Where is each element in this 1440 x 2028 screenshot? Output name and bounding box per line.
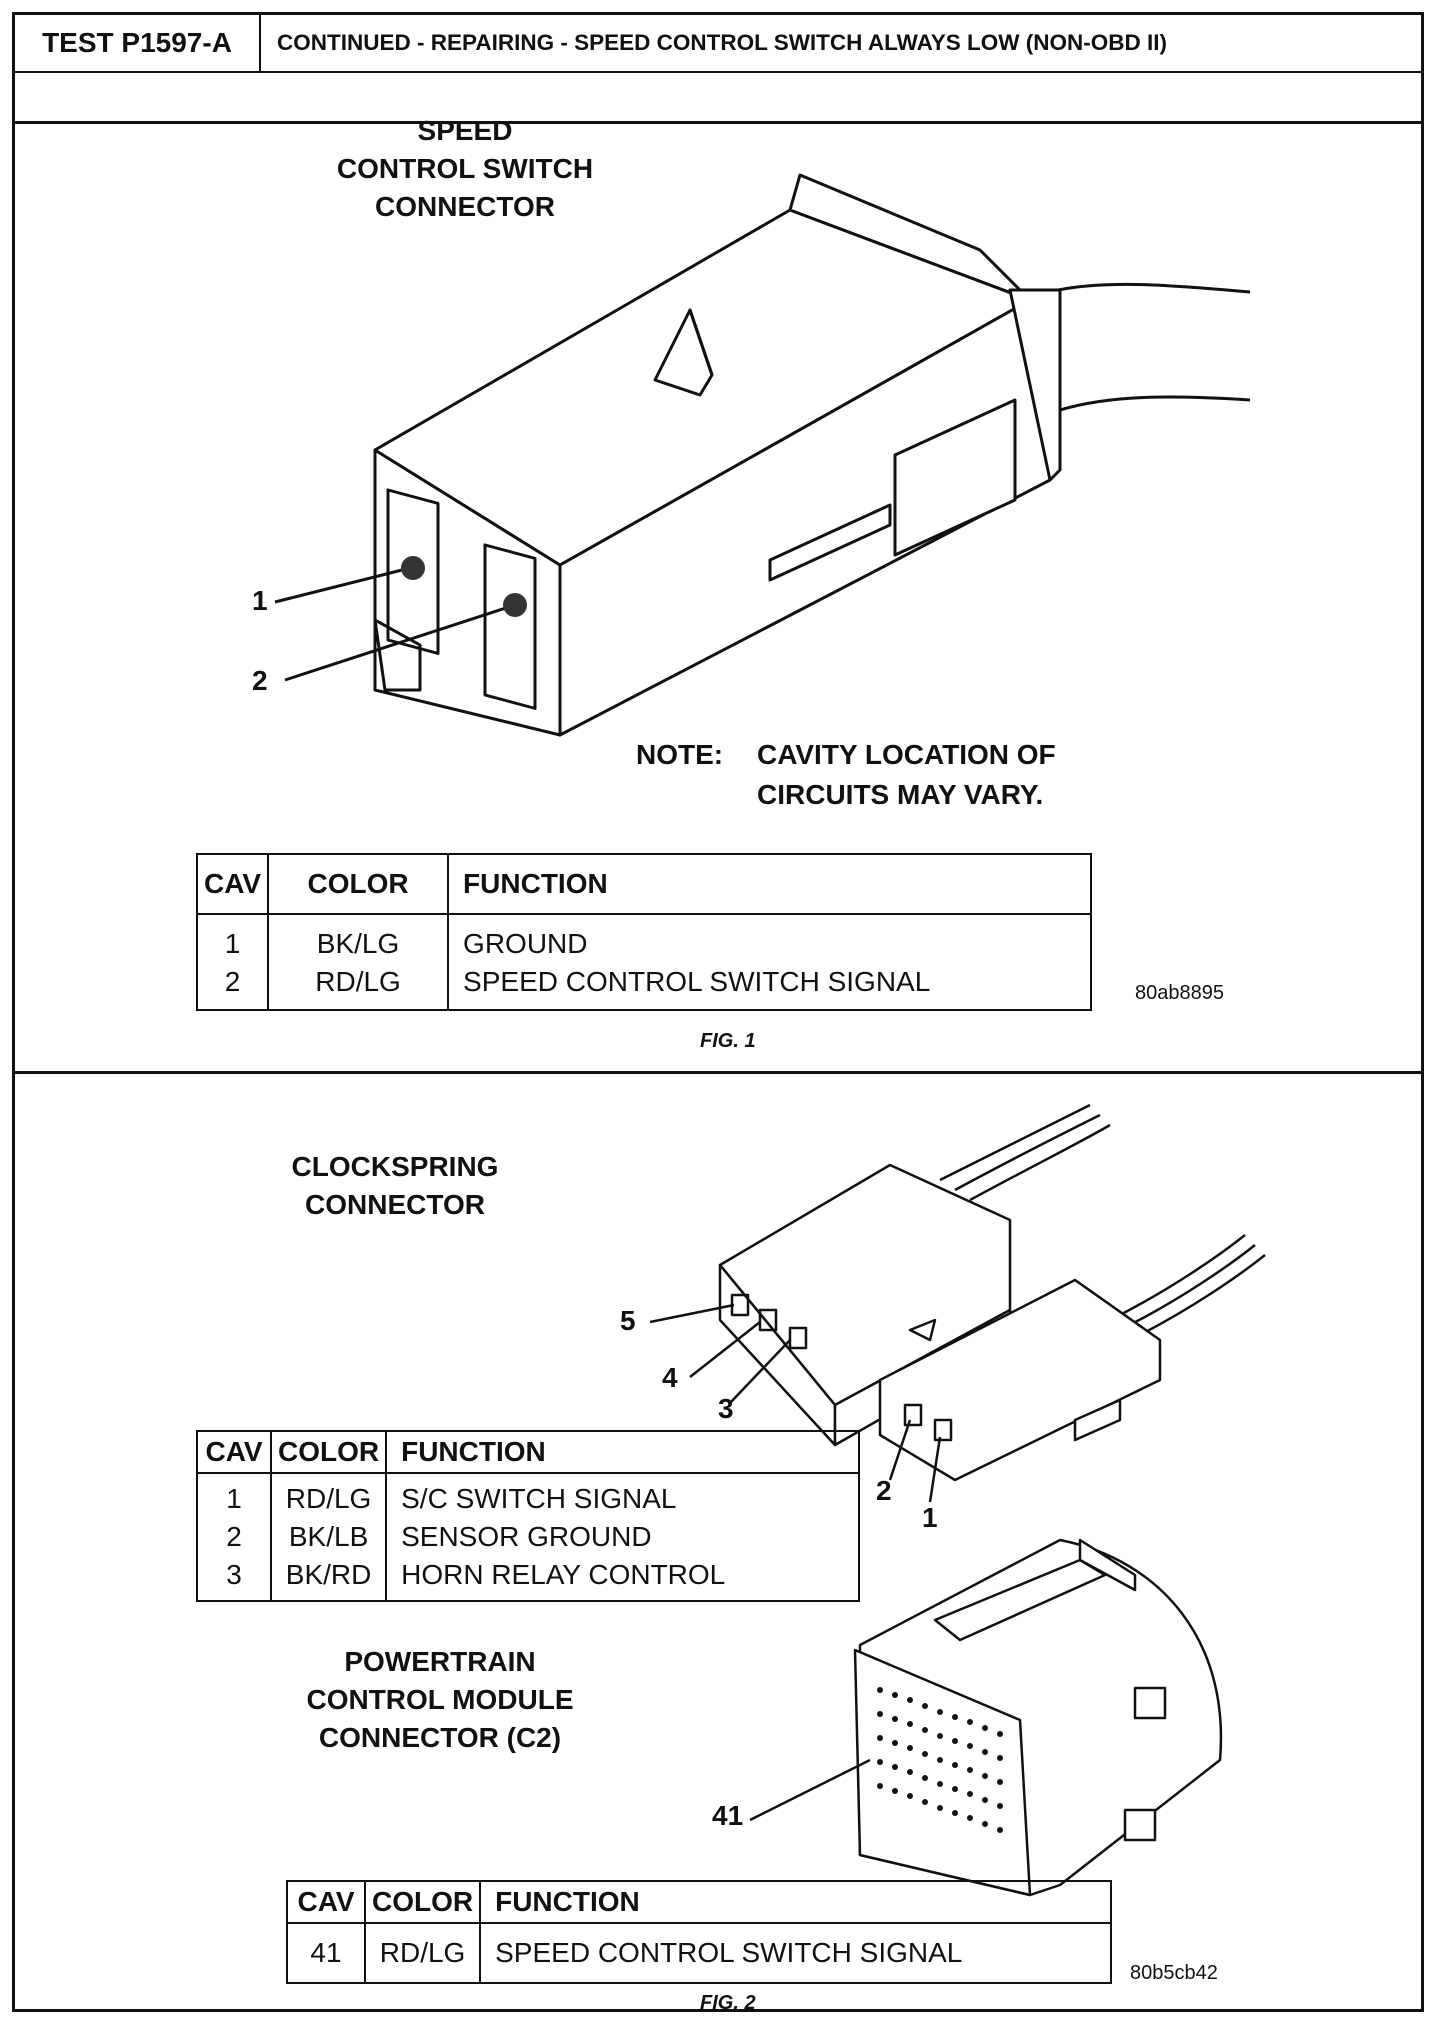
fig1-function-cell: GROUND SPEED CONTROL SWITCH SIGNAL <box>447 913 1092 1011</box>
pcm-col-function: FUNCTION <box>479 1880 1112 1924</box>
clockspring-cavity-4 <box>758 1308 778 1332</box>
page-title: CONTINUED - REPAIRING - SPEED CONTROL SW… <box>277 30 1168 55</box>
pcm-col-color: COLOR <box>363 1880 482 1924</box>
clockspring-callout-1: 1 <box>922 1502 938 1533</box>
fig1-callout-1-leader <box>274 568 403 604</box>
fig1-side-slot <box>768 503 892 582</box>
fig1-rear-latch <box>893 398 1017 557</box>
fig1-image-code: 80ab8895 <box>1135 982 1224 1004</box>
fig1-note-prefix: NOTE: <box>636 739 724 770</box>
fig1-col-color: COLOR <box>267 853 450 915</box>
pcm-terminals <box>877 1687 1003 1833</box>
table-row: 41 RD/LG SPEED CONTROL SWITCH SIGNAL <box>286 1922 1112 1984</box>
pcm-wiring-table: CAV COLOR FUNCTION 41 RD/LG SPEED CONTRO… <box>286 1880 1112 1984</box>
clockspring-callout-5: 5 <box>620 1305 636 1336</box>
page-frame: TEST P1597-A CONTINUED - REPAIRING - SPE… <box>12 12 1424 2012</box>
fig1-col-cav: CAV <box>195 853 270 915</box>
fig1-callout-2-leader <box>284 603 516 682</box>
clockspring-callout-3: 3 <box>718 1393 734 1424</box>
clockspring-col-function: FUNCTION <box>385 1430 860 1474</box>
test-id: TEST P1597-A <box>15 15 261 71</box>
fig1-terminals <box>401 556 527 617</box>
fig1-callout-1: 1 <box>252 585 268 616</box>
fig1-row2-function: SPEED CONTROL SWITCH SIGNAL <box>463 966 931 997</box>
fig1-note-line-1: CAVITY LOCATION OF <box>757 739 1056 770</box>
header-bar: TEST P1597-A CONTINUED - REPAIRING - SPE… <box>15 15 1421 73</box>
section-divider <box>15 1071 1421 1074</box>
fig1-wire-2 <box>1059 395 1251 412</box>
clockspring-cavity-3 <box>788 1326 808 1350</box>
fig1-col-function: FUNCTION <box>447 853 1092 915</box>
fig1-label-line-1: SPEED <box>417 115 513 146</box>
clockspring-function-cell: S/C SWITCH SIGNAL SENSOR GROUND HORN REL… <box>385 1472 860 1602</box>
fig1-color-cell: BK/LG RD/LG <box>267 913 450 1011</box>
clockspring-label-line-2: CONNECTOR <box>305 1189 485 1220</box>
clockspring-callout-4: 4 <box>662 1362 678 1393</box>
clockspring-cav-cell: 1 2 3 <box>196 1472 272 1602</box>
clockspring-wiring-table: CAV COLOR FUNCTION 1 2 3 RD/LG BK/LB BK/… <box>196 1430 860 1602</box>
table-row: 1 2 BK/LG RD/LG GROUND SPEED CONTROL SWI… <box>195 913 1092 1011</box>
pcm-callout-41: 41 <box>712 1800 744 1831</box>
pcm-callout-41-leader <box>749 1758 871 1822</box>
pcm-row1-function: SPEED CONTROL SWITCH SIGNAL <box>479 1922 1112 1984</box>
clockspring-wire-a <box>939 1103 1091 1182</box>
fig1-note: CAVITY LOCATION OF CIRCUITS MAY VARY. <box>757 735 1056 815</box>
clockspring-cavity-2 <box>903 1403 923 1427</box>
pcm-row1-cav: 41 <box>286 1922 366 1984</box>
clockspring-cavity-1 <box>933 1418 953 1442</box>
clockspring-col-color: COLOR <box>269 1430 388 1474</box>
fig1-cav-cell: 1 2 <box>195 913 270 1011</box>
clockspring-row3-function: HORN RELAY CONTROL <box>401 1559 726 1590</box>
fig1-note-line-2: CIRCUITS MAY VARY. <box>757 779 1044 810</box>
fig1-terminal-1 <box>401 556 425 580</box>
clockspring-row1-color: RD/LG <box>285 1483 372 1514</box>
fig1-connector-label: SPEED CONTROL SWITCH CONNECTOR <box>300 112 630 226</box>
header-spacer-row <box>15 71 1421 124</box>
table-row: 1 2 3 RD/LG BK/LB BK/RD S/C SWITCH SIGNA… <box>196 1472 860 1602</box>
fig1-cavity-2-outline <box>483 543 537 710</box>
fig1-row2-color: RD/LG <box>315 966 401 997</box>
clockspring-col-cav: CAV <box>196 1430 272 1474</box>
clockspring-row3-cav: 3 <box>226 1559 242 1590</box>
clockspring-row3-color: BK/RD <box>285 1559 372 1590</box>
pcm-label-line-3: CONNECTOR (C2) <box>318 1722 562 1753</box>
fig1-mount-foot <box>373 618 422 692</box>
clockspring-row1-cav: 1 <box>226 1483 242 1514</box>
clockspring-label-line-1: CLOCKSPRING <box>291 1151 499 1182</box>
fig1-caption: FIG. 1 <box>700 1030 756 1052</box>
fig1-row1-function: GROUND <box>463 928 588 959</box>
fig1-row1-cav: 1 <box>224 928 241 959</box>
pcm-col-cav: CAV <box>286 1880 366 1924</box>
pcm-connector-label: POWERTRAIN CONTROL MODULE CONNECTOR (C2) <box>290 1643 590 1757</box>
clockspring-row1-function: S/C SWITCH SIGNAL <box>401 1483 677 1514</box>
fig1-label-line-3: CONNECTOR <box>375 191 555 222</box>
clockspring-color-cell: RD/LG BK/LB BK/RD <box>269 1472 388 1602</box>
fig1-callout-2: 2 <box>252 665 268 696</box>
pcm-label-line-2: CONTROL MODULE <box>306 1684 574 1715</box>
fig2-image-code: 80b5cb42 <box>1130 1962 1218 1984</box>
pcm-row1-color: RD/LG <box>363 1922 482 1984</box>
clockspring-row2-cav: 2 <box>226 1521 242 1552</box>
fig1-wire-1 <box>1057 282 1251 294</box>
fig1-cavity-1-outline <box>386 488 440 655</box>
clockspring-row2-color: BK/LB <box>288 1521 369 1552</box>
fig1-wiring-table: CAV COLOR FUNCTION 1 2 BK/LG RD/LG GROUN… <box>195 853 1092 1011</box>
fig1-row2-cav: 2 <box>224 966 241 997</box>
fig1-label-line-2: CONTROL SWITCH <box>336 153 594 184</box>
fig2-caption: FIG. 2 <box>700 1992 756 2014</box>
clockspring-row2-function: SENSOR GROUND <box>401 1521 652 1552</box>
clockspring-connector-label: CLOCKSPRING CONNECTOR <box>255 1148 535 1224</box>
clockspring-wire-b <box>1109 1234 1246 1322</box>
fig1-rear-flange <box>1008 288 1062 482</box>
pcm-label-line-1: POWERTRAIN <box>344 1646 536 1677</box>
clockspring-callout-2: 2 <box>876 1475 892 1506</box>
fig1-terminal-2 <box>503 593 527 617</box>
fig1-row1-color: BK/LG <box>316 928 400 959</box>
